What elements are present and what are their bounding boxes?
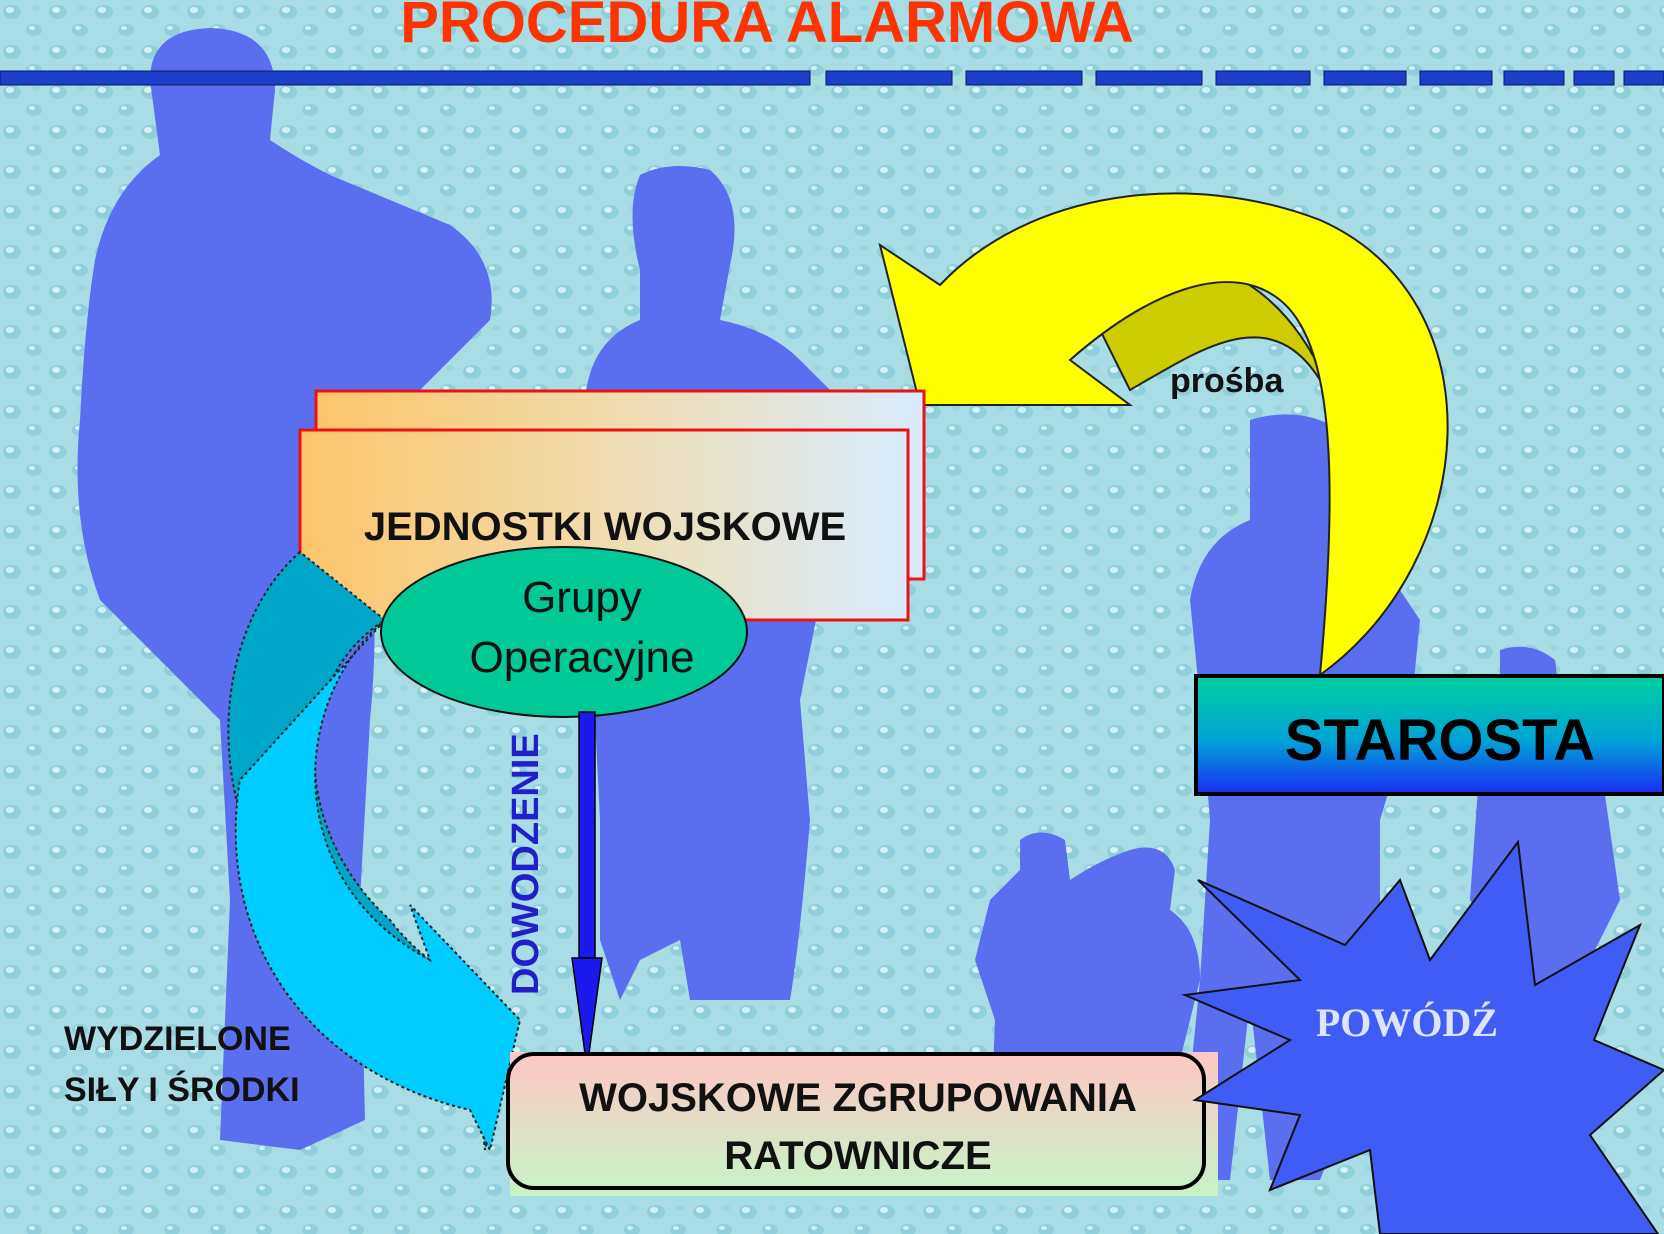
command-label: DOWODZENIE bbox=[505, 733, 547, 995]
title-divider bbox=[0, 70, 1664, 86]
rescue-groupings-label-line1: WOJSKOWE ZGRUPOWANIA bbox=[579, 1076, 1137, 1120]
rescue-groupings-label-line2: RATOWNICZE bbox=[724, 1134, 991, 1178]
flood-star bbox=[1181, 839, 1664, 1234]
operational-groups-label-line1: Grupy bbox=[522, 573, 642, 622]
operational-groups-node bbox=[380, 546, 748, 718]
command-arrow bbox=[571, 711, 603, 1069]
starosta-box bbox=[1194, 674, 1664, 796]
flood-label: POWÓDŹ bbox=[1316, 1000, 1498, 1045]
page-title: PROCEDURA ALARMOWA bbox=[400, 0, 1134, 55]
military-units-label: JEDNOSTKI WOJSKOWE bbox=[364, 505, 846, 549]
military-units-box-front bbox=[298, 428, 910, 622]
starosta-label: STAROSTA bbox=[1285, 708, 1595, 773]
allocated-forces-label-line1: WYDZIELONE bbox=[64, 1020, 291, 1058]
allocated-forces-arrow bbox=[227, 550, 522, 1153]
rescue-groupings-box bbox=[506, 1052, 1206, 1190]
request-arrow bbox=[878, 192, 1449, 678]
request-label: prośba bbox=[1170, 362, 1284, 400]
allocated-forces-label-line2: SIŁY I ŚRODKI bbox=[64, 1071, 300, 1109]
operational-groups-label-line2: Operacyjne bbox=[469, 633, 694, 682]
military-units-box bbox=[298, 389, 926, 622]
